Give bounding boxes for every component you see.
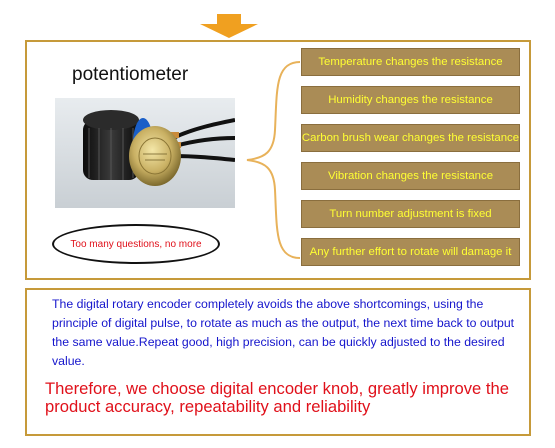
encoder-solution-panel (25, 288, 531, 436)
reason-item: Any further effort to rotate will damage… (301, 238, 520, 266)
too-many-questions-bubble: Too many questions, no more (52, 224, 220, 264)
potentiometer-photo (55, 98, 235, 208)
reason-item: Temperature changes the resistance (301, 48, 520, 76)
reason-item: Turn number adjustment is fixed (301, 200, 520, 228)
conclusion-text: Therefore, we choose digital encoder kno… (45, 379, 509, 416)
encoder-description: The digital rotary encoder completely av… (52, 297, 515, 368)
reason-list: Temperature changes the resistance Humid… (301, 48, 520, 276)
reason-item: Vibration changes the resistance (301, 162, 520, 190)
reason-item: Carbon brush wear changes the resistance (301, 124, 520, 152)
reason-item: Humidity changes the resistance (301, 86, 520, 114)
potentiometer-title: potentiometer (72, 64, 189, 85)
bracket-connector (246, 61, 301, 259)
down-arrow-icon (200, 14, 258, 38)
